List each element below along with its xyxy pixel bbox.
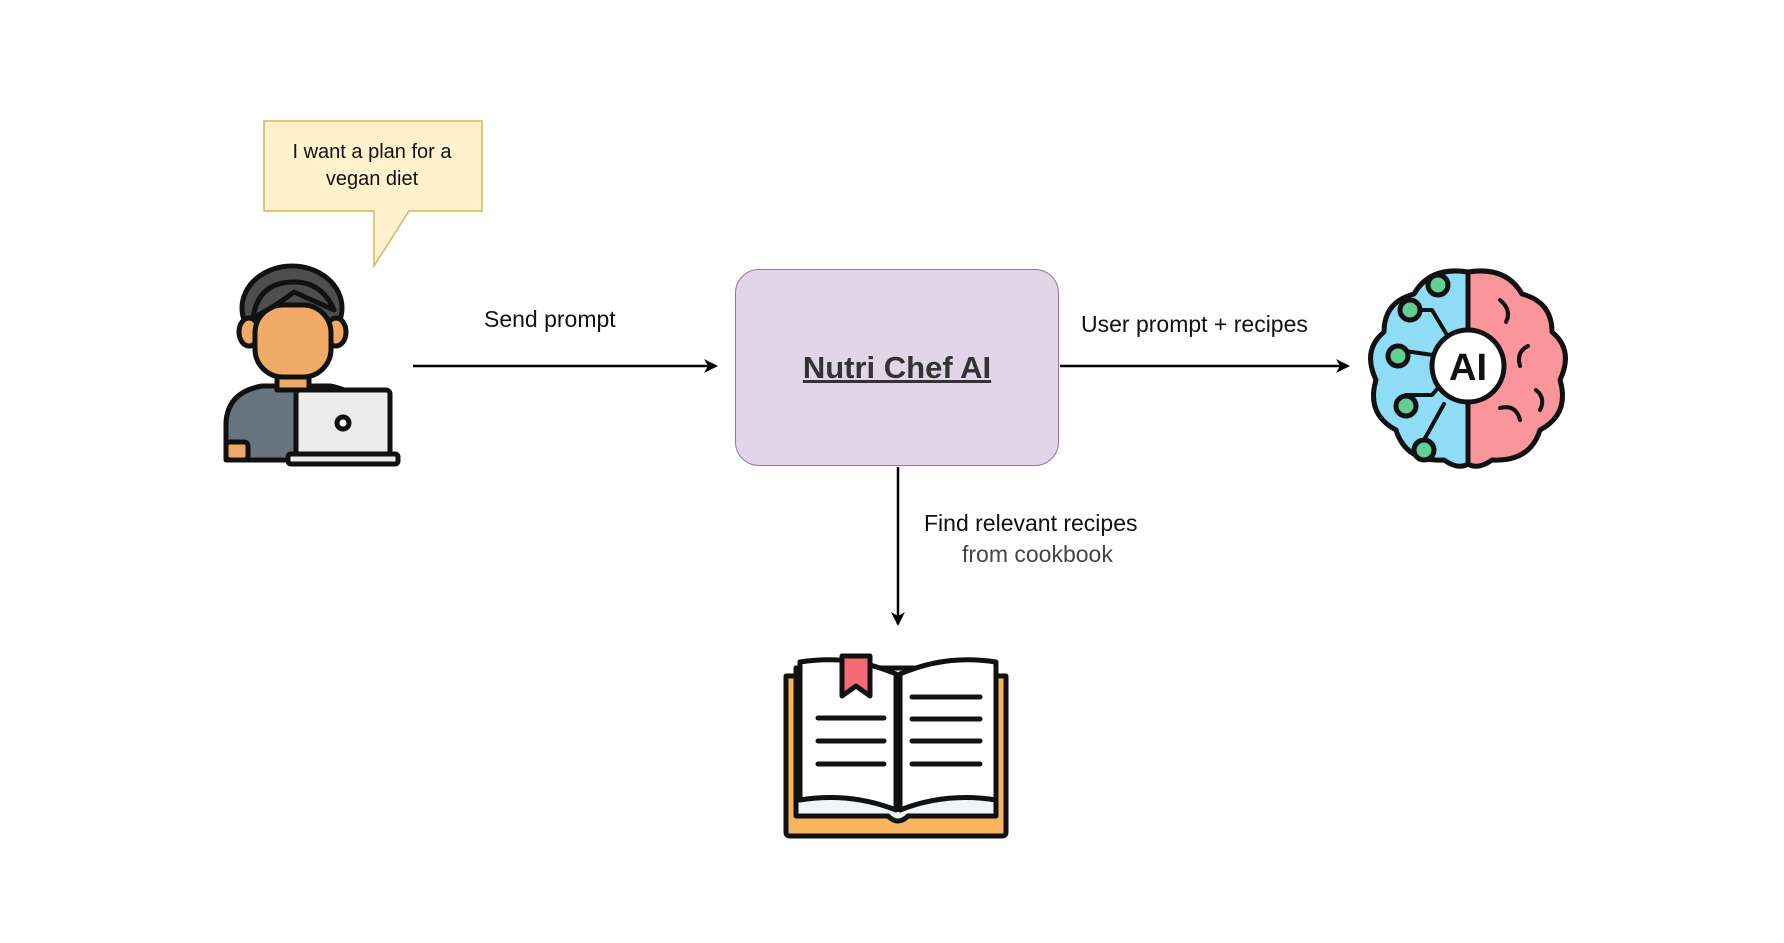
send-prompt-label: Send prompt [484,306,616,332]
node-title: Nutri Chef AI [802,349,992,385]
ai-brain-icon: AI [1368,268,1568,469]
speech-bubble-line1: I want a plan for a [292,141,452,163]
from-cookbook-label: from cookbook [962,541,1113,567]
speech-bubble-shape [263,120,483,269]
find-recipes-label: Find relevant recipes [924,510,1138,536]
speech-bubble-text: I want a plan for a vegan diet [264,121,480,211]
nutri-chef-node: Nutri Chef AI [735,269,1059,466]
cookbook-icon [783,653,1009,839]
user-laptop-icon [223,263,401,467]
svg-text:AI: AI [1449,347,1487,389]
user-prompt-recipes-label: User prompt + recipes [1081,311,1308,337]
speech-bubble-line2: vegan diet [325,168,419,190]
